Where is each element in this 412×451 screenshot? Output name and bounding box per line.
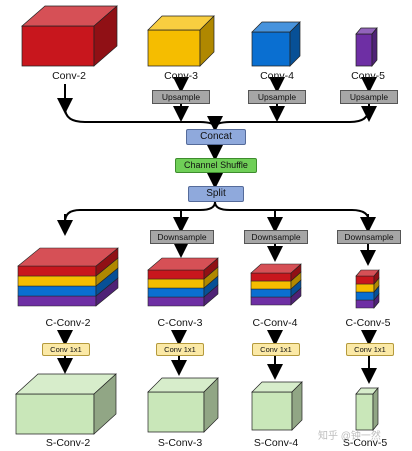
conv1x1-box-3: Conv 1x1: [156, 343, 204, 356]
conv4-cube: [251, 21, 301, 67]
downsample-box-c3: Downsample: [150, 230, 214, 244]
split-box: Split: [188, 186, 244, 202]
upsample-box-conv3: Upsample: [152, 90, 210, 104]
conv3-cube: [147, 15, 215, 67]
concat-box: Concat: [186, 129, 246, 145]
split-bracket: [64, 201, 370, 223]
conv5-label: Conv-5: [351, 70, 385, 82]
conv3-label: Conv-3: [164, 70, 198, 82]
s-conv2-cube: [15, 373, 117, 435]
s-conv4-label: S-Conv-4: [253, 437, 299, 449]
downsample-box-c4: Downsample: [244, 230, 308, 244]
c-conv5-label: C-Conv-5: [345, 317, 391, 329]
c-conv4-stack: [250, 263, 302, 306]
c-conv4-label: C-Conv-4: [252, 317, 298, 329]
c-conv2-label: C-Conv-2: [45, 317, 91, 329]
conv1x1-box-4: Conv 1x1: [252, 343, 300, 356]
upsample-box-conv4: Upsample: [248, 90, 306, 104]
s-conv5-label: S-Conv-5: [342, 437, 388, 449]
upsample-box-conv5: Upsample: [340, 90, 398, 104]
conv2-cube: [21, 5, 118, 67]
s-conv5-cube: [355, 387, 379, 431]
c-conv5-stack: [355, 269, 380, 309]
s-conv3-cube: [147, 377, 219, 433]
c-conv3-label: C-Conv-3: [157, 317, 203, 329]
conv1x1-box-2: Conv 1x1: [42, 343, 90, 356]
c-conv3-stack: [147, 257, 219, 307]
s-conv4-cube: [251, 381, 303, 431]
conv2-label: Conv-2: [52, 70, 86, 82]
conv1x1-box-5: Conv 1x1: [346, 343, 394, 356]
conv5-cube: [355, 27, 378, 67]
conv4-label: Conv-4: [260, 70, 294, 82]
s-conv3-label: S-Conv-3: [157, 437, 203, 449]
watermark: 知乎 @钟一然: [318, 431, 381, 442]
s-conv2-label: S-Conv-2: [45, 437, 91, 449]
channel-shuffle-box: Channel Shuffle: [175, 158, 257, 173]
c-conv2-stack: [17, 247, 119, 307]
downsample-box-c5: Downsample: [337, 230, 401, 244]
merge-bracket: [64, 107, 370, 129]
